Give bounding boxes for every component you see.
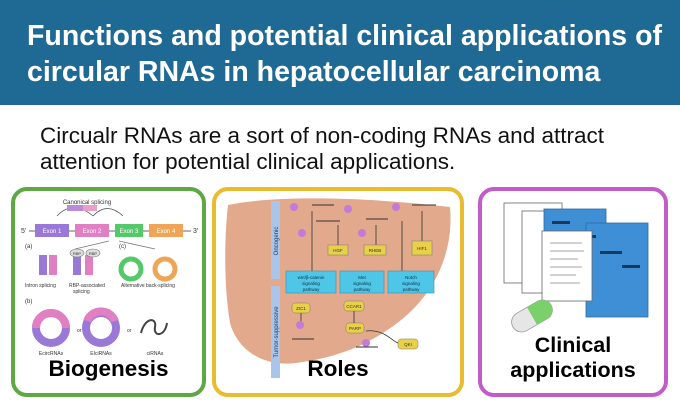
rbp-label: RBP [73, 251, 82, 256]
met-pathway-line-2: signaling [353, 281, 371, 286]
branch-arrow [118, 240, 156, 250]
intron-exon-block [49, 255, 57, 275]
zic1-label: ZIC1 [296, 306, 306, 311]
met-pathway-box [339, 270, 385, 294]
circrna-node [296, 321, 304, 329]
cirna-loop [140, 319, 168, 335]
three-prime-label: 3' [193, 228, 198, 235]
canonical-splice-arc [92, 208, 124, 217]
hgf-label: HGF [333, 248, 343, 253]
title-line-1: Functions and potential clinical applica… [27, 20, 662, 52]
exon-3-box [115, 224, 143, 237]
exon-1-box [35, 224, 69, 237]
marker-b: (b) [25, 299, 32, 305]
clinical-panel: Clinical applications [478, 187, 668, 397]
biogenesis-panel: Canonical splicing 5' 3' Exon 1 Exon 2 E… [11, 187, 206, 397]
connector-line [365, 330, 399, 344]
or-label-2: or [127, 328, 132, 334]
alt-circle-orange [152, 256, 178, 282]
rheb-box [363, 244, 387, 256]
wnt-pathway-line-2: signaling [302, 281, 320, 286]
notch-pathway-line-1: Notch [405, 275, 417, 280]
roles-panel: Oncogenic Tumor-suppressive HGF RHEB HIF… [212, 187, 464, 397]
notch-pathway-line-2: signaling [402, 281, 420, 286]
exon-1-label: Exon 1 [43, 229, 62, 235]
title-banner: Functions and potential clinical applica… [0, 0, 680, 105]
gel-band [622, 265, 640, 268]
liver-shape [225, 198, 451, 364]
tumor-suppressive-label: Tumor-suppressive [274, 306, 280, 358]
exon-2-label: Exon 2 [83, 229, 102, 235]
wnt-pathway-box [285, 270, 337, 294]
marker-a: (a) [25, 244, 32, 250]
five-prime-label: 5' [21, 228, 26, 235]
biogenesis-label: Biogenesis [48, 356, 169, 381]
rbp-protein [69, 248, 85, 258]
exon-4-box [149, 224, 183, 237]
wnt-pathway-line-1: wnt/β-catenin [298, 275, 325, 280]
alt-circle-green [118, 256, 144, 282]
intron-splicing-label: Intron splicing [25, 283, 56, 289]
roles-label: Roles [307, 356, 369, 381]
title-line-2: circular RNAs in hepatocellular carcinom… [27, 56, 601, 88]
rbp-splicing-label-2: splicing [73, 289, 90, 295]
rbp-protein [85, 248, 101, 258]
cirnas-label: ciRNAs [147, 351, 164, 357]
exon-2-box [75, 224, 109, 237]
spliced-exon-block [67, 205, 83, 211]
eicirnas-label: EIciRNAs [90, 351, 112, 357]
subtitle-line-1: Circualr RNAs are a sort of non-coding R… [40, 123, 604, 148]
hif1-label: HIF1 [417, 246, 427, 251]
met-pathway-line-1: Met [358, 275, 366, 280]
pill-capsule-icon [511, 299, 553, 333]
rheb-label: RHEB [369, 248, 382, 253]
rbp-exon-block [85, 255, 93, 275]
circrna-node [362, 339, 370, 347]
notch-pathway-line-3: pathway [403, 287, 421, 292]
oncogenic-label: Oncogenic [274, 227, 280, 256]
clinical-illustration [503, 202, 649, 333]
tumor-suppressive-band [271, 286, 280, 378]
branch-arrow [74, 240, 110, 250]
hgf-box [327, 244, 349, 256]
clinical-label-line-1: Clinical [534, 333, 612, 357]
gel-band [600, 251, 622, 254]
exon-3-label: Exon 3 [120, 229, 139, 235]
qki-box [397, 338, 419, 350]
ecircrna-arc [32, 309, 70, 329]
met-pathway-line-3: pathway [354, 287, 372, 292]
qki-label: QKI [404, 342, 412, 347]
circrna-node [358, 229, 366, 237]
clinical-label-line-2: applications [510, 358, 636, 382]
ccar1-label: CCAR1 [346, 304, 362, 309]
ecircrnas-label: EcircRNAs [39, 351, 64, 357]
circrna-node [392, 203, 400, 211]
notch-pathway-box [387, 270, 435, 294]
canonical-splicing-label: Canonical splicing [63, 200, 111, 206]
parp-box [345, 322, 365, 334]
parp-label: PARP [349, 326, 361, 331]
oncogenic-band [271, 201, 280, 279]
roles-diagram: Oncogenic Tumor-suppressive HGF RHEB HIF… [225, 198, 451, 378]
rbp-splicing-label-1: RBP-associated [69, 283, 105, 289]
rbp-label: RBP [89, 251, 98, 256]
circrna-node [344, 205, 352, 213]
hif1-box [411, 240, 433, 256]
or-label-1: or [77, 328, 82, 334]
rbp-exon-block [73, 255, 81, 275]
intron-exon-block [39, 255, 47, 275]
document-icon [541, 230, 593, 302]
wnt-pathway-line-3: pathway [303, 287, 321, 292]
exon-4-label: Exon 4 [157, 229, 176, 235]
eicirna-arc [83, 307, 119, 323]
spliced-exon-block [83, 205, 97, 211]
biogenesis-diagram: Canonical splicing 5' 3' Exon 1 Exon 2 E… [21, 200, 198, 357]
circrna-node [298, 229, 306, 237]
subtitle-line-2: attention for potential clinical applica… [40, 149, 456, 174]
gel-band [552, 221, 570, 224]
circrna-node [290, 203, 298, 211]
marker-c: (c) [119, 244, 126, 250]
alt-backsplicing-label: Alternative back-splicing [121, 283, 175, 289]
